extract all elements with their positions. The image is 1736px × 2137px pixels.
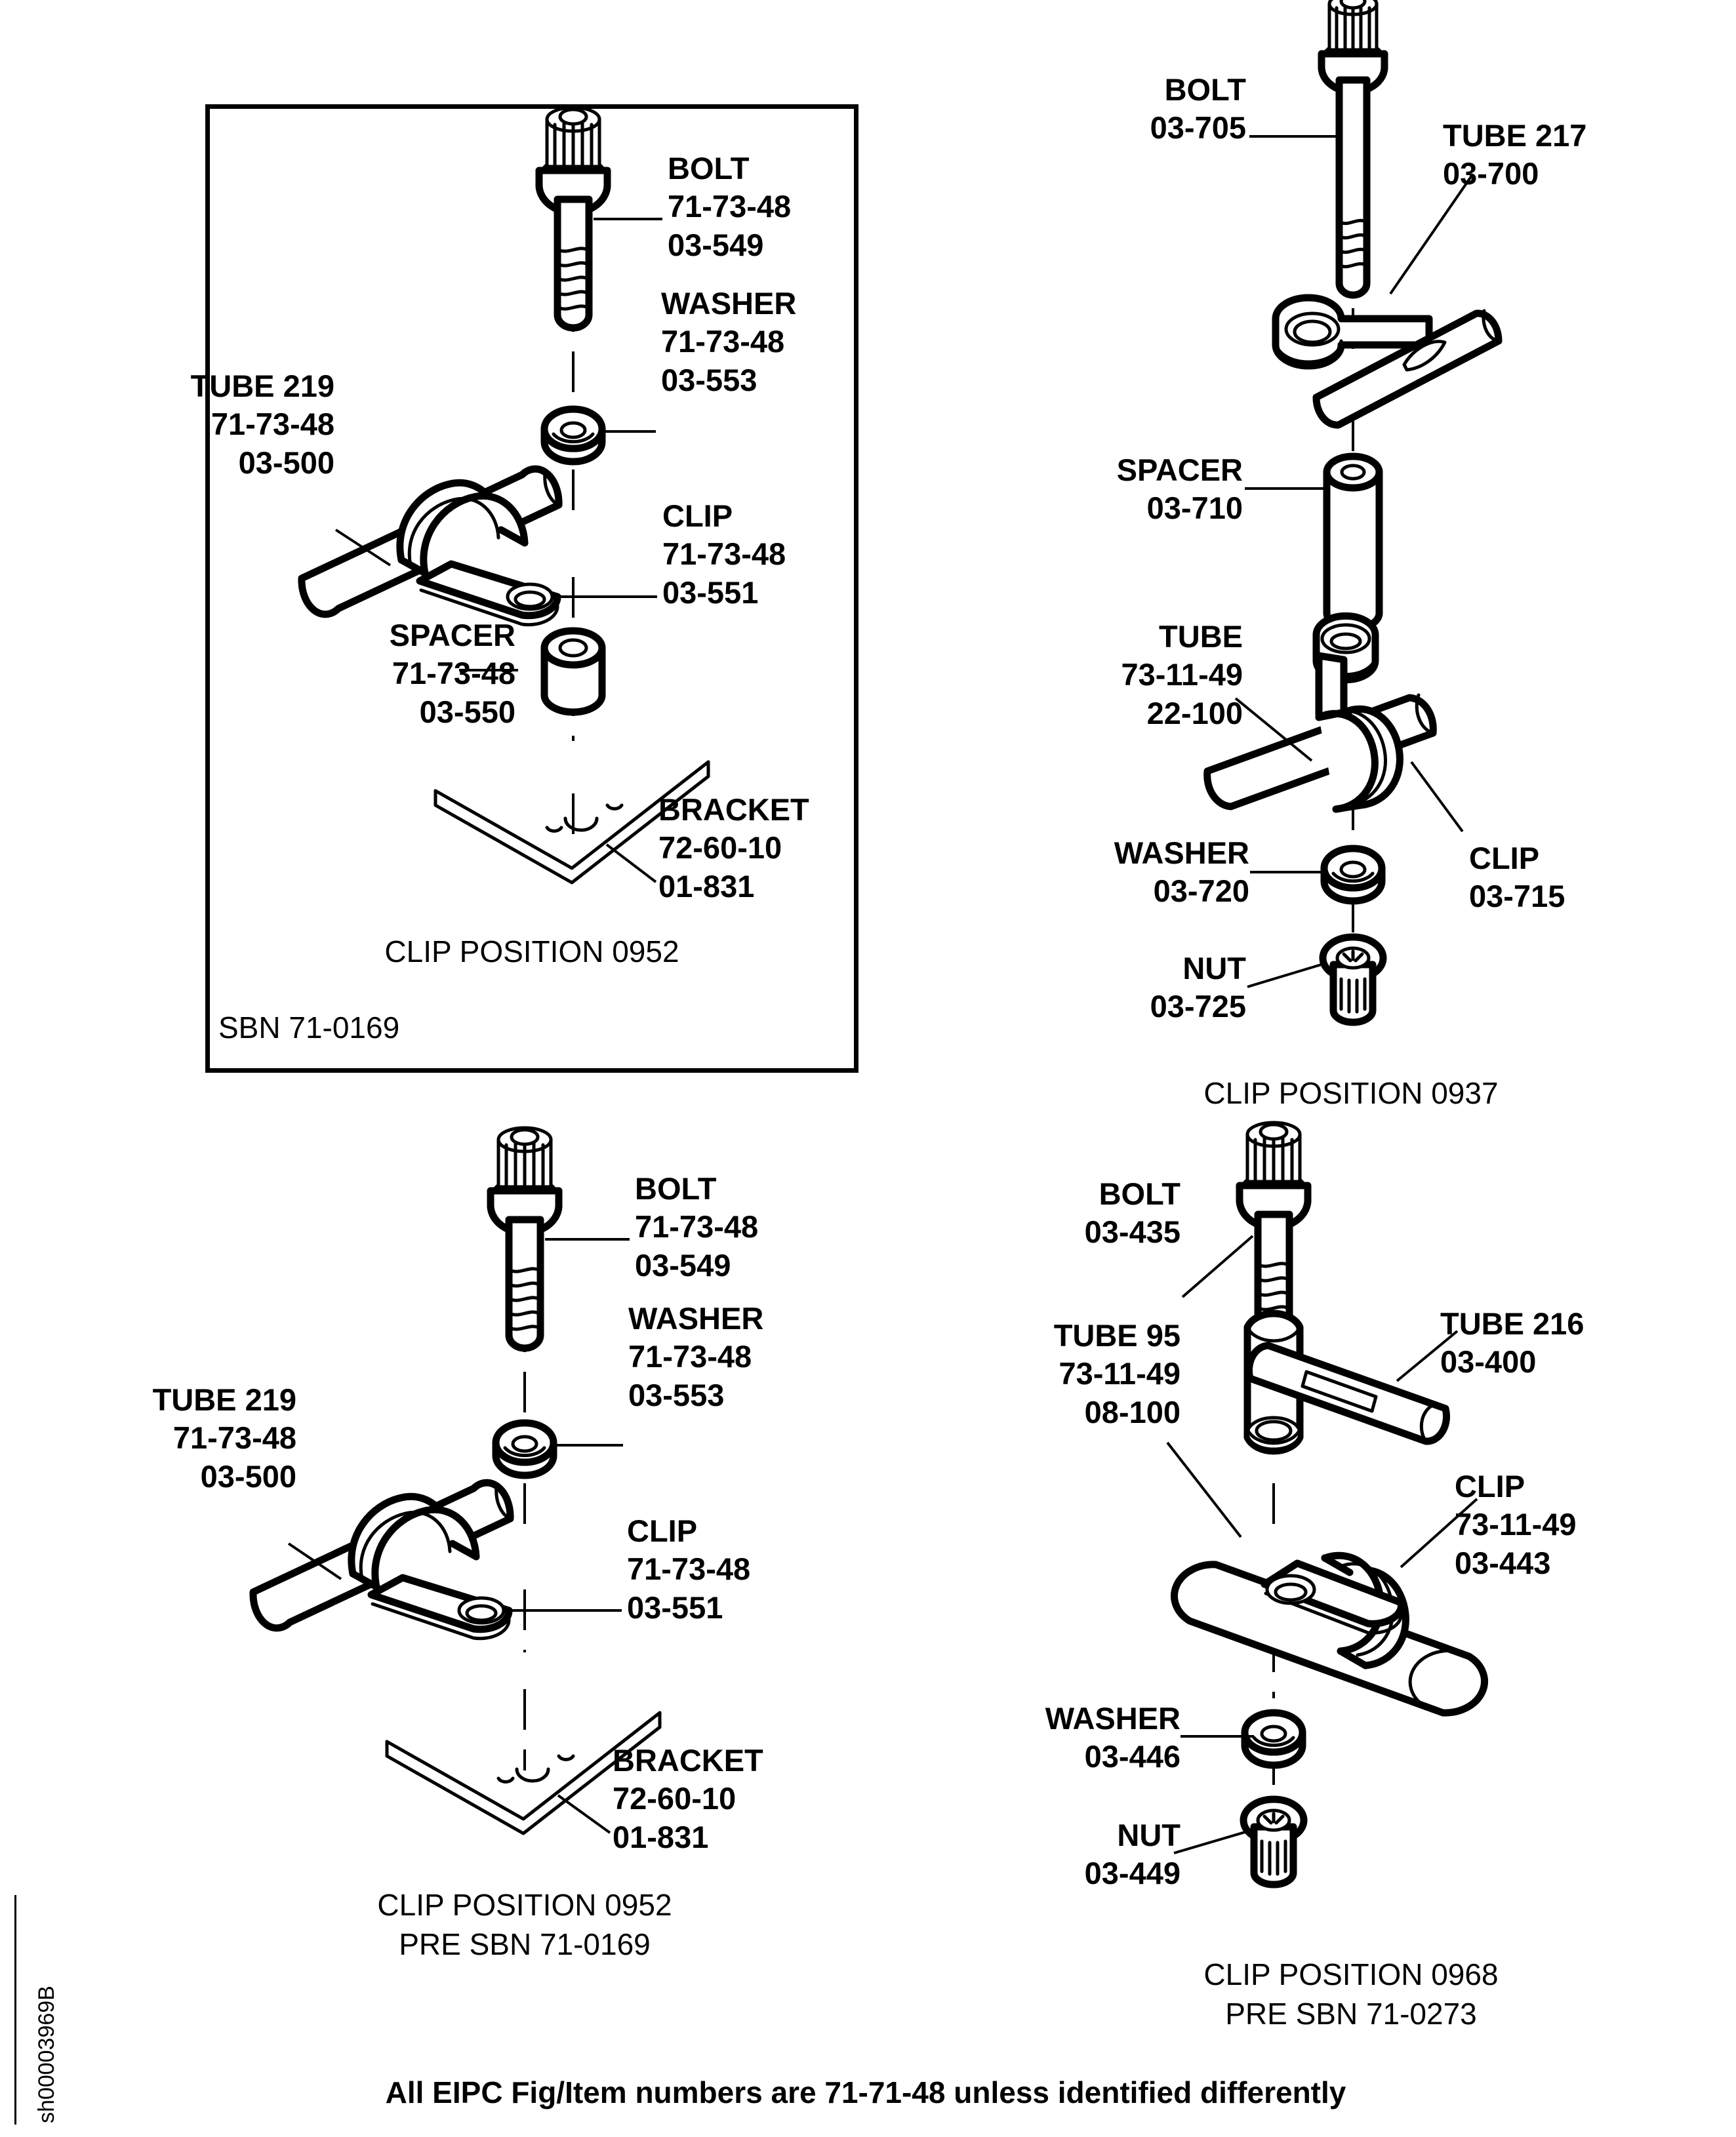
label-clip-p4: CLIP 73-11-49 03-443 [1455, 1469, 1577, 1580]
label-tube217-p2: TUBE 217 03-700 [1443, 118, 1587, 191]
label-clip-p1: CLIP 71-73-48 03-551 [662, 498, 786, 610]
label-tube95-p4: TUBE 95 73-11-49 08-100 [1053, 1318, 1181, 1429]
label-bolt-p4: BOLT 03-435 [1084, 1176, 1181, 1250]
label-tube-p2: TUBE 73-11-49 22-100 [1121, 619, 1243, 730]
drawing-id: sh00003969B [34, 1986, 59, 2123]
label-bracket-p1: BRACKET 72-60-10 01-831 [658, 792, 809, 904]
label-washer-p4: WASHER 03-446 [1045, 1701, 1181, 1774]
label-tube216-p4: TUBE 216 03-400 [1440, 1306, 1585, 1380]
panel-top-left-frame [205, 104, 858, 1073]
label-bolt-p1: BOLT 71-73-48 03-549 [668, 151, 792, 262]
footer-note: All EIPC Fig/Item numbers are 71-71-48 u… [385, 2075, 1346, 2109]
label-washer-p3: WASHER 71-73-48 03-553 [628, 1301, 764, 1412]
label-tube219-p1: TUBE 219 71-73-48 03-500 [190, 369, 334, 480]
caption-p3: CLIP POSITION 0952 PRE SBN 71-0169 [377, 1888, 672, 1961]
label-washer-p2: WASHER 03-720 [1114, 835, 1249, 909]
label-nut-p4: NUT 03-449 [1084, 1818, 1181, 1891]
label-nut-p2: NUT 03-725 [1150, 951, 1246, 1024]
caption-p1: CLIP POSITION 0952 [384, 934, 679, 969]
label-clip-p3: CLIP 71-73-48 03-551 [627, 1513, 751, 1625]
label-bolt-p3: BOLT 71-73-48 03-549 [635, 1171, 759, 1283]
label-spacer-p1: SPACER 71-73-48 03-550 [389, 618, 515, 729]
label-tube219-p3: TUBE 219 71-73-48 03-500 [152, 1382, 296, 1494]
label-spacer-p2: SPACER 03-710 [1116, 452, 1243, 526]
label-washer-p1: WASHER 71-73-48 03-553 [661, 286, 797, 397]
sbn-note-p1: SBN 71-0169 [218, 1010, 400, 1045]
caption-p4: CLIP POSITION 0968 PRE SBN 71-0273 [1203, 1957, 1499, 2031]
label-bracket-p3: BRACKET 72-60-10 01-831 [613, 1743, 763, 1854]
caption-p2: CLIP POSITION 0937 [1203, 1076, 1499, 1110]
margin-rule [14, 1895, 16, 2125]
label-bolt-p2: BOLT 03-705 [1150, 72, 1246, 146]
label-clip-p2: CLIP 03-715 [1469, 841, 1565, 914]
